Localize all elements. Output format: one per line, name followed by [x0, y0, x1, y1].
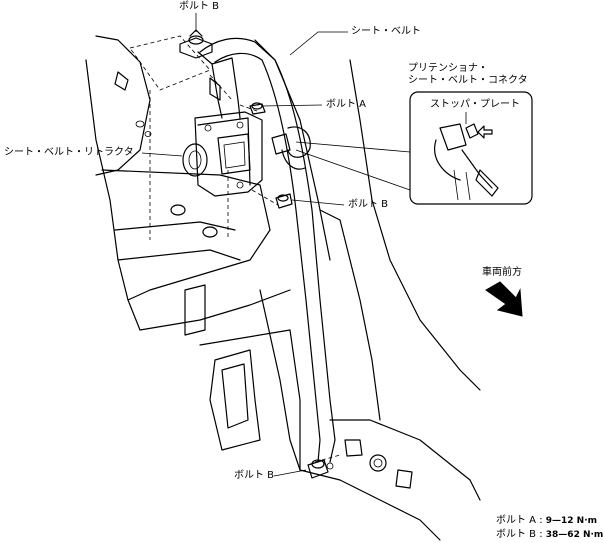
bolt-a-part — [249, 102, 266, 115]
torque-spec-label: ボルト A : — [496, 515, 543, 526]
label-pretensioner-line2: シート・ベルト・コネクタ — [408, 75, 528, 86]
seat-belt-retractor — [182, 77, 263, 197]
bolt-b-top-part — [179, 29, 213, 59]
label-pretensioner-line1: プリテンショナ・ — [408, 63, 488, 74]
bolt-b-bottom-part — [307, 459, 334, 479]
bolt-b-mid-part — [275, 193, 293, 209]
label-vehicle-front: 車両前方 — [482, 267, 522, 278]
label-stopper-plate: ストッパ・プレート — [430, 99, 520, 110]
label-retractor: シート・ベルト・リトラクタ — [4, 147, 134, 158]
label-bolt-b-top: ボルト B — [179, 1, 220, 12]
vehicle-front-arrow-icon — [485, 281, 523, 317]
installation-guides — [129, 35, 341, 463]
torque-spec-value: 9—12 N·m — [545, 516, 598, 526]
label-bolt-a: ボルト A — [326, 99, 367, 110]
label-bolt-b-mid: ボルト B — [348, 199, 389, 210]
torque-spec-bolt-a: ボルト A : 9—12 N·m — [496, 514, 597, 528]
connector-inset — [295, 91, 533, 205]
body-panel — [85, 35, 481, 541]
seat-belt — [197, 37, 336, 463]
label-seat-belt: シート・ベルト — [351, 26, 421, 37]
leader-lines — [141, 13, 467, 477]
pretensioner-connector-part — [271, 126, 311, 170]
torque-spec-value: 38—62 N·m — [545, 530, 603, 540]
torque-spec-bolt-b: ボルト B : 38—62 N·m — [496, 528, 603, 542]
label-bolt-b-bottom: ボルト B — [234, 470, 275, 481]
torque-spec-label: ボルト B : — [496, 529, 543, 540]
